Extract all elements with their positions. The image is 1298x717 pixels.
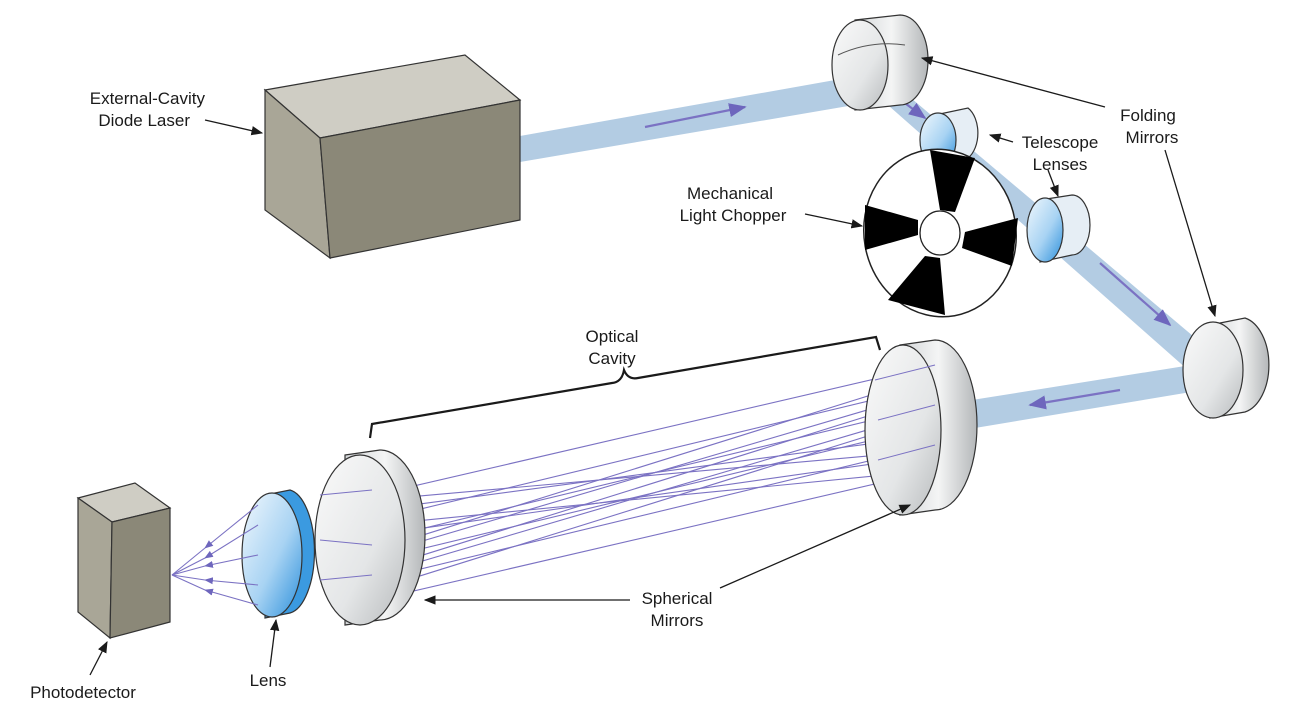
label-cavity-line2: Cavity	[588, 349, 636, 368]
label-folding-line2: Mirrors	[1126, 128, 1179, 147]
folding-mirror-top	[831, 14, 929, 111]
label-laser-line2: Diode Laser	[98, 111, 190, 130]
label-lens: Lens	[250, 671, 287, 690]
label-telescope-line2: Lenses	[1033, 155, 1088, 174]
leader-lines	[89, 56, 1217, 676]
diode-laser-box	[263, 54, 522, 260]
folding-mirror-right	[1182, 317, 1270, 419]
label-spherical-line2: Mirrors	[651, 611, 704, 630]
label-chopper-line1: Mechanical	[687, 184, 773, 203]
cavity-rays	[374, 364, 936, 601]
labels: External-Cavity Diode Laser Folding Mirr…	[30, 89, 1178, 702]
label-spherical-line1: Spherical	[642, 589, 713, 608]
spherical-mirror-right	[864, 339, 978, 516]
spherical-mirror-left	[314, 449, 426, 626]
optical-cavity-bracket	[368, 335, 882, 439]
focusing-lens	[241, 489, 316, 619]
mechanical-chopper	[862, 148, 1018, 318]
label-cavity-line1: Optical	[586, 327, 639, 346]
label-photodetector: Photodetector	[30, 683, 136, 702]
detector-rays	[171, 504, 259, 606]
telescope-lens-2	[1026, 194, 1091, 263]
label-laser-line1: External-Cavity	[90, 89, 206, 108]
label-chopper-line2: Light Chopper	[680, 206, 787, 225]
label-folding-line1: Folding	[1120, 106, 1176, 125]
label-telescope-line1: Telescope	[1022, 133, 1099, 152]
photodetector-box	[76, 482, 172, 640]
